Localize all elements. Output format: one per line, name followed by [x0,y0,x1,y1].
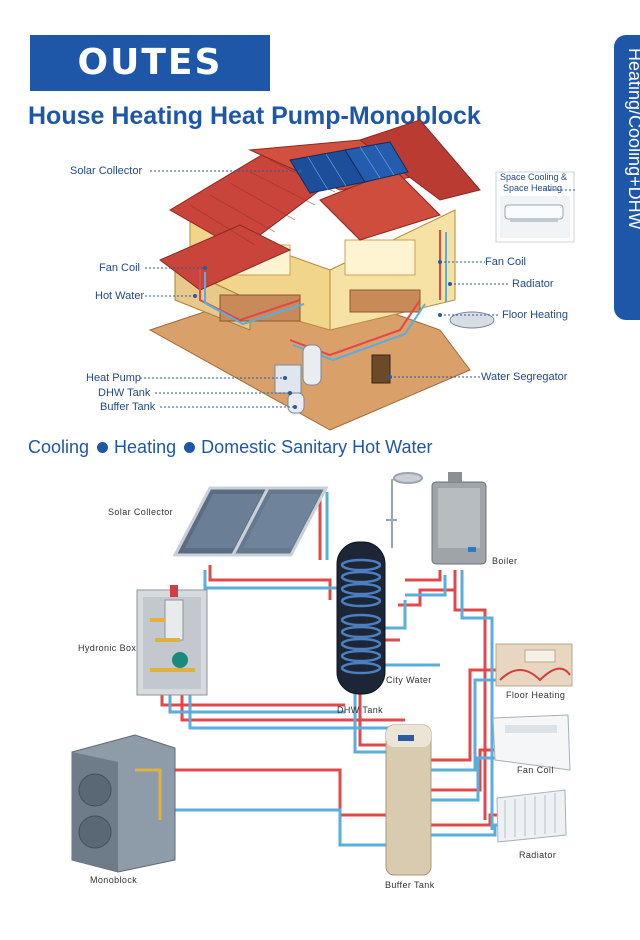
label-heat-pump: Heat Pump [86,372,142,384]
monoblock-illustration [71,734,176,873]
brand-logo-box: OUTES [30,35,270,91]
label-floor-heating: Floor Heating [506,690,566,700]
label-space-cooling: Space Cooling & [500,172,568,182]
label-fan-coil-left: Fan Coil [99,262,140,274]
hydronic-box-illustration [136,585,208,696]
label-fan-coil-right: Fan Coil [485,256,526,268]
side-tab-label: Heating/Cooling+DHW [625,48,640,230]
label-fan-coil: Fan Coil [517,765,554,775]
mode-dhw: Domestic Sanitary Hot Water [201,437,433,457]
floor-heating-illustration [495,643,573,687]
brand-logo: OUTES [77,42,223,83]
label-hot-water: Hot Water [95,290,145,302]
modes-legend: Cooling Heating Domestic Sanitary Hot Wate… [28,437,433,458]
label-buffer-tank: Buffer Tank [385,880,435,890]
label-dhw-tank-house: DHW Tank [98,387,151,399]
fan-coil-illustration [492,714,571,771]
bullet-dot-icon [184,442,196,454]
mode-cooling: Cooling [28,437,90,457]
label-space-heating: Space Heating [503,183,563,193]
boiler-illustration [431,472,487,565]
label-water-segregator: Water Segregator [481,371,568,383]
label-dhw-tank: DHW Tank [337,705,384,715]
label-monoblock: Monoblock [90,875,138,885]
shower-illustration [386,472,423,548]
dhw-tank-illustration [336,541,386,695]
label-floor-heating-house: Floor Heating [502,309,569,321]
label-buffer-tank-house: Buffer Tank [100,401,156,413]
label-boiler: Boiler [492,556,518,566]
solar-collector-illustration [172,486,329,557]
label-city-water: City Water [386,675,432,685]
label-radiator-house: Radiator [512,278,554,290]
label-solar-collector-house: Solar Collector [70,165,143,177]
bullet-dot-icon [97,442,109,454]
mode-heating: Heating [114,437,177,457]
house-illustration [148,119,575,431]
label-solar-collector: Solar Collector [108,507,174,517]
label-hydronic-box: Hydronic Box [78,643,137,653]
label-radiator: Radiator [519,850,557,860]
side-tab [614,35,640,320]
house-callout-lines [140,170,575,408]
radiator-illustration [496,789,567,843]
buffer-tank-illustration [385,724,432,876]
